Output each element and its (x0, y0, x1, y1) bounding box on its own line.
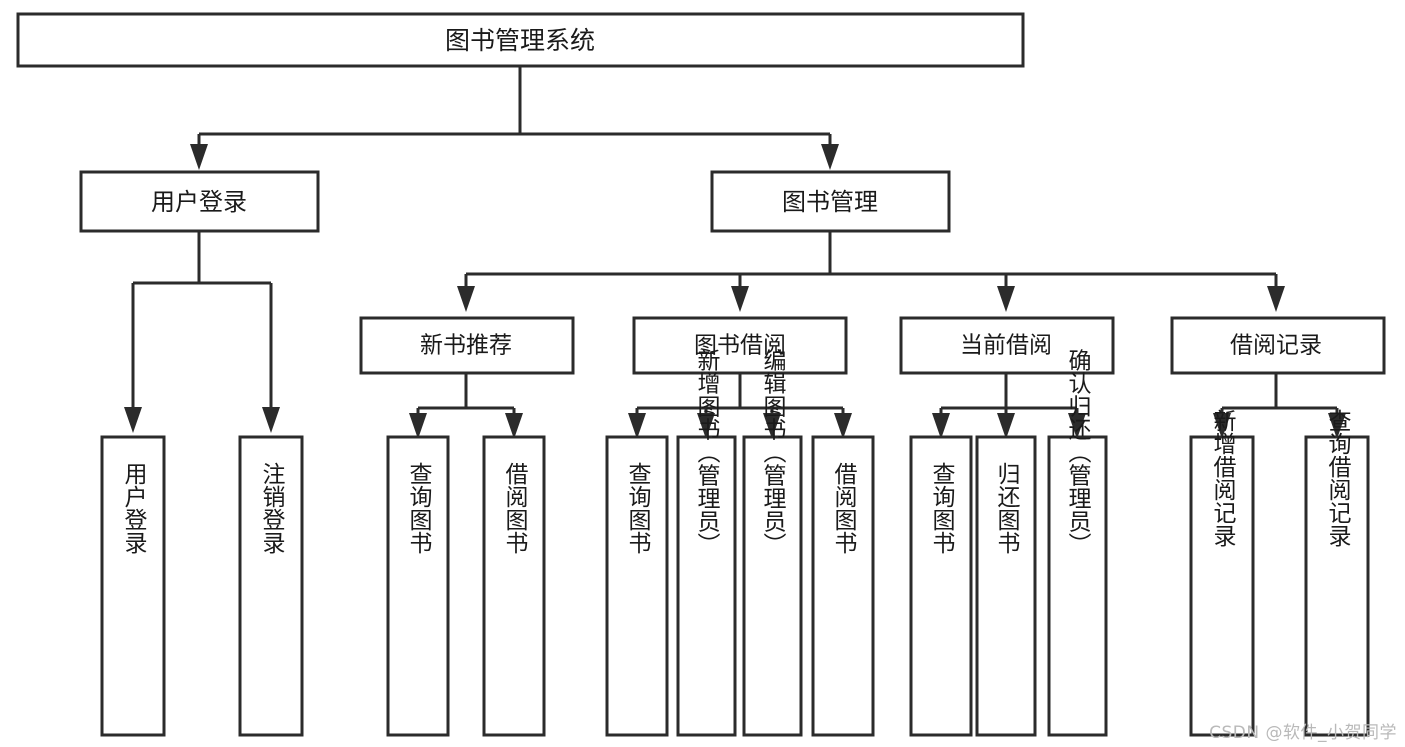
arrow-book-borrow-to-leaf-05 (628, 413, 646, 439)
node-leaf-05[interactable]: 查询图书 (605, 435, 669, 737)
arrow-cur-borrow-to-leaf-10 (997, 413, 1015, 439)
arrow-book-mgmt-to-new-rec (457, 286, 475, 312)
node-leaf-03-label: 查询图书 (405, 462, 433, 554)
arrow-user-login-to-leaf-02 (262, 407, 280, 433)
node-leaf-09-label: 查询图书 (928, 462, 956, 554)
arrow-book-mgmt-to-book-borrow (731, 286, 749, 312)
node-leaf-07-label: 编辑图书（管理员） (759, 349, 787, 556)
node-borrow-log[interactable]: 借阅记录 (1170, 316, 1386, 375)
arrow-book-borrow-to-leaf-08 (834, 413, 852, 439)
node-user-login-label: 用户登录 (151, 188, 247, 216)
node-cur-borrow[interactable]: 当前借阅 (899, 316, 1115, 375)
connector-group-user-login (131, 231, 273, 407)
node-book-borrow[interactable]: 图书借阅 (632, 316, 848, 375)
arrow-new-rec-to-leaf-03 (409, 413, 427, 439)
arrow-book-mgmt-to-cur-borrow (997, 286, 1015, 312)
arrow-user-login-to-leaf-01 (124, 407, 142, 433)
node-leaf-11-label: 确认归还（管理员） (1064, 349, 1092, 556)
node-leaf-02-label: 注销登录 (258, 462, 286, 554)
node-leaf-10-label: 归还图书 (993, 462, 1021, 554)
node-leaf-10[interactable]: 归还图书 (975, 435, 1037, 737)
connector-group-cur-borrow (939, 373, 1079, 413)
connector-group-borrow-log (1220, 373, 1339, 413)
arrow-new-rec-to-leaf-04 (505, 413, 523, 439)
node-leaf-03[interactable]: 查询图书 (386, 435, 450, 737)
node-user-login[interactable]: 用户登录 (79, 170, 320, 233)
node-leaf-07[interactable]: 编辑图书（管理员） (742, 349, 803, 737)
arrow-cur-borrow-to-leaf-09 (932, 413, 950, 439)
node-leaf-13[interactable]: 查询借阅记录 (1304, 409, 1370, 737)
node-leaf-12[interactable]: 新增借阅记录 (1189, 409, 1255, 737)
node-leaf-04-label: 借阅图书 (501, 462, 529, 554)
arrow-book-mgmt-to-borrow-log (1267, 286, 1285, 312)
node-root[interactable]: 图书管理系统 (16, 12, 1025, 68)
node-leaf-12-label: 新增借阅记录 (1209, 409, 1237, 547)
node-leaf-05-label: 查询图书 (624, 462, 652, 554)
node-root-label: 图书管理系统 (445, 26, 595, 55)
connector-group-new-rec (416, 373, 516, 413)
node-new-rec[interactable]: 新书推荐 (359, 316, 575, 375)
arrow-root-to-user-login (190, 144, 208, 170)
node-leaf-06-label: 新增图书（管理员） (693, 349, 721, 556)
node-leaf-01[interactable]: 用户登录 (100, 435, 166, 737)
node-cur-borrow-label: 当前借阅 (960, 333, 1052, 359)
node-book-borrow-label: 图书借阅 (694, 333, 786, 359)
node-leaf-11[interactable]: 确认归还（管理员） (1047, 349, 1108, 737)
connector-group-book-mgmt (464, 231, 1278, 286)
node-leaf-13-label: 查询借阅记录 (1324, 409, 1352, 547)
node-book-mgmt[interactable]: 图书管理 (710, 170, 951, 233)
connector-group-book-borrow (635, 373, 845, 413)
node-leaf-02[interactable]: 注销登录 (238, 435, 304, 737)
node-leaf-04[interactable]: 借阅图书 (482, 435, 546, 737)
connector-group-root (197, 66, 832, 144)
arrow-root-to-book-mgmt (821, 144, 839, 170)
node-borrow-log-label: 借阅记录 (1230, 333, 1322, 359)
node-leaf-06[interactable]: 新增图书（管理员） (676, 349, 737, 737)
node-leaf-08-label: 借阅图书 (830, 462, 858, 554)
node-leaf-09[interactable]: 查询图书 (909, 435, 973, 737)
node-leaf-08[interactable]: 借阅图书 (811, 435, 875, 737)
node-new-rec-label: 新书推荐 (420, 333, 512, 359)
node-book-mgmt-label: 图书管理 (782, 188, 878, 216)
node-leaf-01-label: 用户登录 (120, 462, 148, 554)
